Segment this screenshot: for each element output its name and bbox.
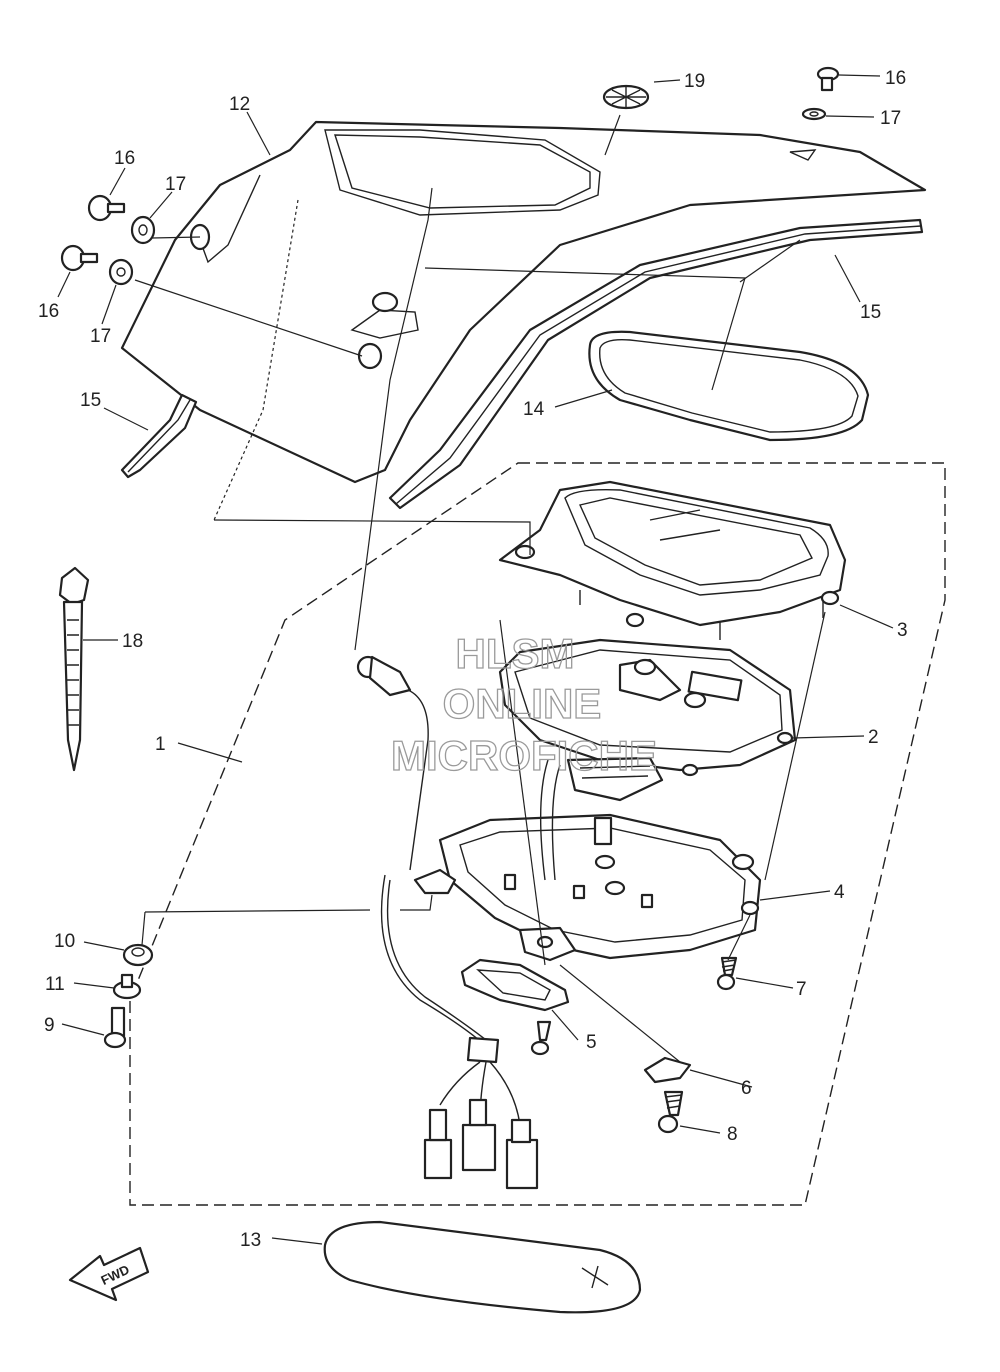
callout-15-left: 15 xyxy=(80,390,101,411)
screw-8 xyxy=(657,1090,684,1134)
wire-harness xyxy=(380,874,539,1190)
screw-7 xyxy=(716,956,738,991)
callout-1: 1 xyxy=(155,734,166,755)
assembly-outline-1 xyxy=(129,462,946,1206)
rubber-strip-15-left xyxy=(120,393,198,479)
callout-18: 18 xyxy=(122,631,143,652)
leader-lines xyxy=(57,74,894,1245)
callout-6: 6 xyxy=(741,1078,752,1099)
grommet-19 xyxy=(602,84,650,110)
assembly-lines xyxy=(134,114,826,1063)
callout-16-upper-left: 16 xyxy=(114,148,135,169)
callout-7: 7 xyxy=(796,979,807,1000)
meter-unit-2 xyxy=(498,638,797,802)
callout-12: 12 xyxy=(229,94,250,115)
washer-17-lower-left xyxy=(108,258,134,286)
meter-cover-12 xyxy=(120,120,927,484)
callout-16-top: 16 xyxy=(885,68,906,89)
clip-6 xyxy=(643,1056,692,1084)
callout-8: 8 xyxy=(727,1124,738,1145)
callout-16-lower-left: 16 xyxy=(38,301,59,322)
grommet-10 xyxy=(122,943,154,967)
cable-tie-18 xyxy=(58,566,90,772)
meter-case-4 xyxy=(413,759,762,962)
gasket-plate-5 xyxy=(460,958,570,1012)
callout-15-right: 15 xyxy=(860,302,881,323)
watermark-line-3: MICROFICHE xyxy=(391,732,657,779)
washer-17-upper-left xyxy=(130,215,156,245)
meter-lens-3 xyxy=(498,480,847,640)
callout-4: 4 xyxy=(834,882,845,903)
callout-11: 11 xyxy=(45,974,65,995)
lens-seal-14 xyxy=(588,330,870,442)
decal-13 xyxy=(323,1220,642,1314)
callout-3: 3 xyxy=(897,620,908,641)
callout-17-upper-left: 17 xyxy=(165,174,186,195)
forward-arrow-icon: FWD xyxy=(68,1246,150,1302)
callout-9: 9 xyxy=(44,1015,55,1036)
screw-16-top xyxy=(816,66,840,92)
callout-13: 13 xyxy=(240,1230,261,1251)
screw-5-small xyxy=(530,1020,552,1056)
screw-16-upper-left xyxy=(87,194,126,222)
washer-17-top xyxy=(801,107,827,121)
watermark-line-1: HLSM xyxy=(456,630,575,677)
watermark-line-2: ONLINE xyxy=(443,680,602,727)
callout-5: 5 xyxy=(586,1032,597,1053)
screw-16-lower-left xyxy=(60,244,99,272)
callout-10: 10 xyxy=(54,931,75,952)
callout-2: 2 xyxy=(868,727,879,748)
collar-11 xyxy=(112,973,142,1000)
watermark: HLSM ONLINE MICROFICHE xyxy=(390,629,657,779)
callout-numbers: 12 19 16 17 16 17 16 17 15 15 14 18 3 2 … xyxy=(38,68,908,1251)
rubber-strip-15-right xyxy=(388,218,924,510)
bulb-socket xyxy=(356,655,429,871)
callout-17-lower-left: 17 xyxy=(90,326,111,347)
bolt-9 xyxy=(103,1006,127,1049)
callout-19: 19 xyxy=(684,71,705,92)
callout-17-top: 17 xyxy=(880,108,901,129)
callout-14: 14 xyxy=(523,399,545,420)
